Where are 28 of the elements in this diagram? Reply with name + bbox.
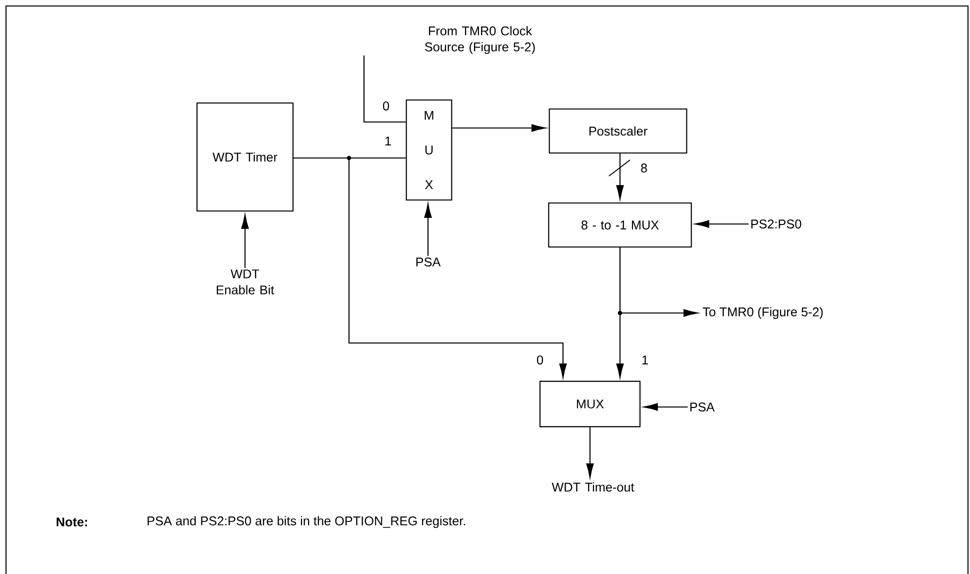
arrow (452, 124, 546, 132)
signal-label: PSA (416, 258, 441, 266)
mux-box: 8 - to -1 MUX (548, 202, 692, 248)
arrow (616, 154, 624, 200)
edge-label: 1 (642, 356, 648, 364)
arrow (241, 214, 249, 268)
note-label: Note: (56, 518, 87, 526)
edge-label: 0 (383, 102, 390, 110)
signal-label: PS2:PS0 (751, 220, 802, 228)
arrow (424, 204, 432, 256)
arrow (644, 403, 688, 411)
mux-box: M U X (406, 99, 452, 201)
arrow (586, 427, 594, 478)
output-label: WDT Time-out (552, 482, 634, 492)
edge-label: 8 (641, 164, 647, 172)
arrow (616, 248, 624, 378)
mux-box: MUX (539, 380, 641, 428)
arrow (694, 220, 749, 228)
edge-label: 1 (385, 136, 391, 146)
signal-label: PSA (690, 402, 715, 412)
timer-box: WDT Timer (196, 102, 294, 212)
output-label: To TMR0 (Figure 5-2) (702, 307, 823, 319)
postscaler-box: Postscaler (548, 108, 688, 154)
input-label: From TMR0 Clock Source (Figure 5-2) (424, 26, 535, 54)
signal-label: WDT Enable Bit (216, 270, 274, 294)
note-text: PSA and PS2:PS0 are bits in the OPTION_REG register. (148, 516, 466, 528)
edge-label: 0 (536, 356, 544, 364)
arrow (294, 157, 567, 378)
